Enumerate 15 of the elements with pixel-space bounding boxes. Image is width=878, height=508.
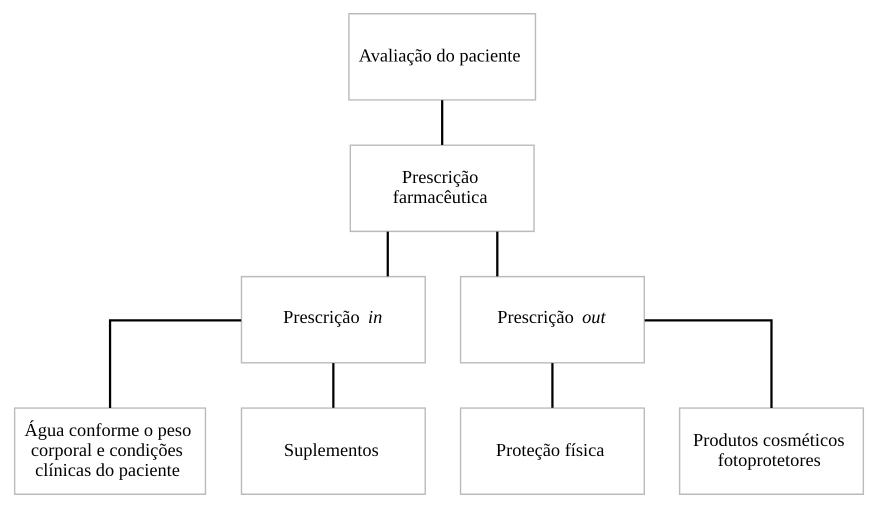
connector [496, 232, 498, 276]
node-box: Proteção física [460, 407, 645, 495]
connector [441, 100, 444, 145]
connector [551, 363, 554, 408]
node-box: Prescrição in [240, 276, 426, 364]
connector [332, 363, 334, 408]
node-box: Avaliação do paciente [348, 13, 536, 101]
connector [386, 232, 389, 276]
node-box: Água conforme o peso corporal e condições clínicas do paciente [14, 407, 206, 495]
node-box: Produtos cosméticos fotoprotetores [678, 407, 864, 495]
node-box: Prescrição out [460, 276, 645, 364]
node-box: Prescrição farmacêutica [350, 144, 535, 232]
connector [108, 319, 242, 408]
node-box: Suplementos [240, 407, 426, 495]
connector [644, 319, 773, 408]
